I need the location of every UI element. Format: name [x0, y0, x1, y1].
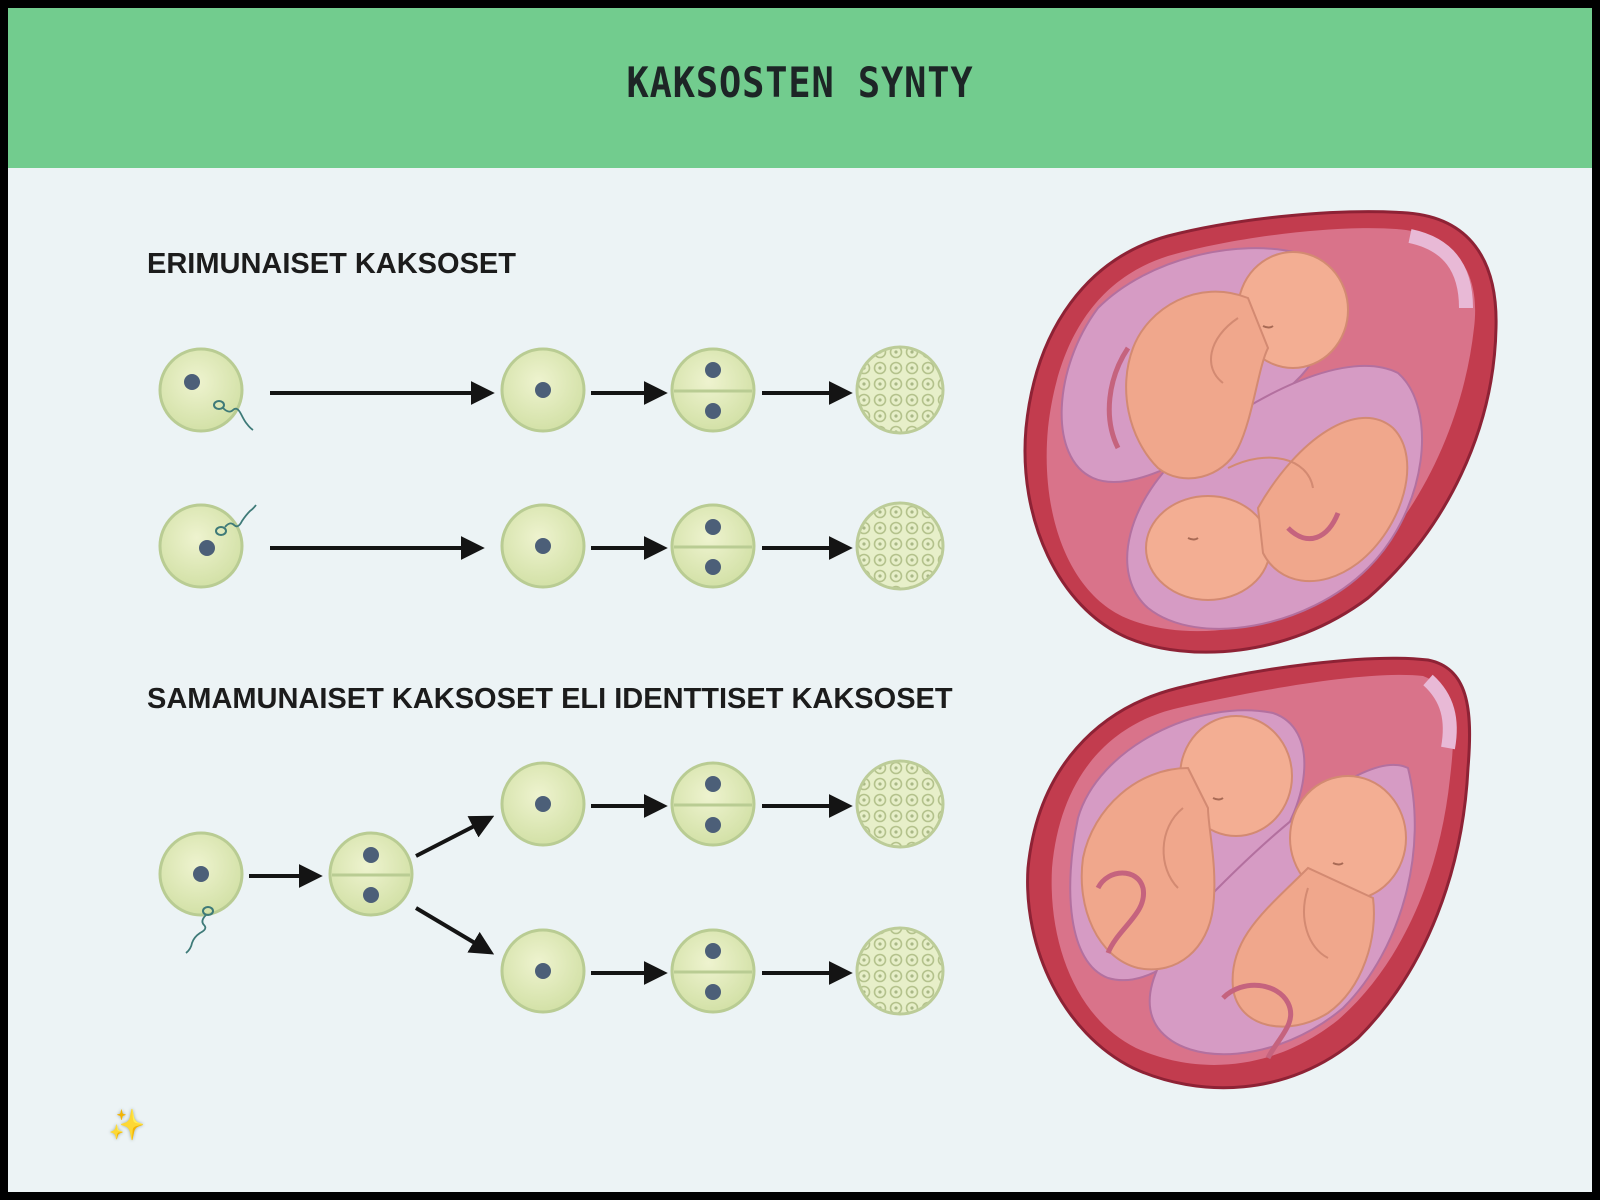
fraternal-row-2	[158, 501, 945, 591]
egg-cell-icon	[158, 503, 244, 589]
morula-icon	[855, 501, 945, 591]
twins-diagram	[158, 210, 1498, 1090]
two-cell-embryo-icon	[670, 503, 756, 589]
title-banner: KAKSOSTEN SYNTY	[8, 8, 1592, 168]
egg-cell-icon	[500, 928, 586, 1014]
fraternal-row-1	[158, 345, 945, 435]
arrow-icon	[414, 906, 495, 955]
two-cell-embryo-icon	[670, 761, 756, 847]
fetus-icon	[1106, 251, 1349, 480]
morula-icon	[855, 345, 945, 435]
fetus-icon	[1080, 715, 1293, 971]
two-cell-embryo-icon	[328, 831, 414, 917]
morula-icon	[855, 926, 945, 1016]
sperm-icon	[185, 906, 214, 954]
uterus-identical-icon	[1026, 656, 1472, 1090]
egg-cell-icon	[500, 761, 586, 847]
fetus-icon	[1145, 417, 1409, 601]
diagram-canvas: KAKSOSTEN SYNTY ERIMUNAISET KAKSOSET SAM…	[8, 8, 1592, 1192]
egg-cell-icon	[500, 503, 586, 589]
egg-cell-icon	[158, 347, 244, 433]
morula-icon	[855, 759, 945, 849]
fetus-icon	[1221, 775, 1407, 1060]
identical-flow	[158, 759, 945, 1016]
uterus-fraternal-icon	[1023, 210, 1498, 654]
sperm-icon	[213, 400, 254, 431]
fraternal-twins-label: ERIMUNAISET KAKSOSET	[147, 248, 516, 280]
egg-cell-icon	[158, 831, 244, 917]
sperm-icon	[215, 504, 257, 536]
magic-wand-icon: ✨	[108, 1108, 146, 1143]
egg-cell-icon	[500, 347, 586, 433]
two-cell-embryo-icon	[670, 928, 756, 1014]
page-title: KAKSOSTEN SYNTY	[626, 58, 974, 107]
two-cell-embryo-icon	[670, 347, 756, 433]
arrow-icon	[415, 815, 495, 858]
identical-twins-label: SAMAMUNAISET KAKSOSET ELI IDENTTISET KAK…	[147, 683, 953, 715]
